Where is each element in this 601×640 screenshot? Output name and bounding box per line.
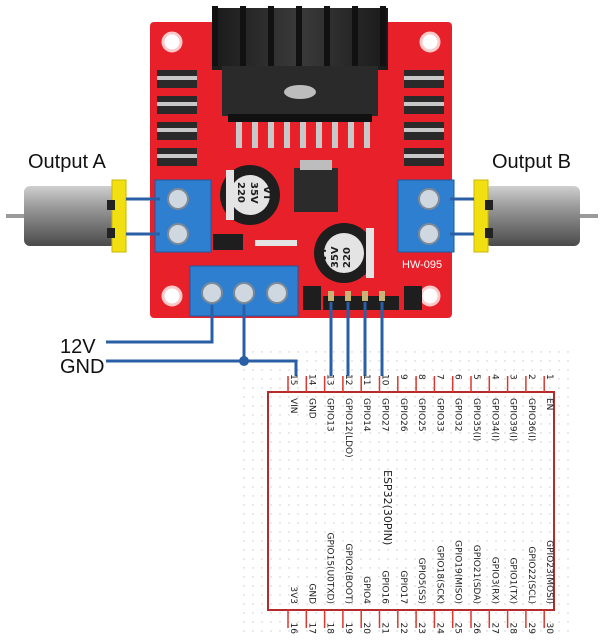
bottom-pin-number: 28	[508, 623, 518, 635]
bottom-pin-name: GPIO1(TX)	[508, 557, 518, 604]
v12-label: 12V	[60, 336, 96, 358]
top-pin-name: GPIO14	[361, 398, 371, 432]
esp32-symbol: 15VIN14GND13GPIO1312GPIO12(LDO)11GPIO141…	[267, 374, 555, 635]
bottom-pin-number: 16	[288, 623, 298, 635]
board-id-label: HW-095	[402, 259, 442, 271]
top-pin-name: GPIO32	[453, 398, 463, 432]
bottom-pin-number: 22	[398, 623, 408, 634]
bottom-pin-number: 21	[380, 623, 390, 634]
top-pin-number: 8	[416, 374, 426, 380]
module-name-label: ESP32(30PIN)	[381, 470, 394, 545]
top-pin-number: 12	[343, 374, 353, 385]
top-pin-name: GPIO12(LDO)	[343, 398, 353, 458]
cap-right-line2: 35V	[330, 246, 341, 268]
top-pin-name: EN	[544, 398, 554, 410]
bottom-pin-name: GPIO17	[398, 570, 408, 604]
schematic-grid	[240, 348, 570, 635]
output-a-label: Output A	[28, 151, 106, 173]
top-pin-number: 5	[471, 374, 481, 380]
bottom-pin-number: 19	[343, 623, 353, 635]
bottom-pin-number: 18	[325, 623, 335, 635]
bottom-pin-name: GPIO2(BOOT)	[343, 543, 353, 604]
top-pin-name: VIN	[288, 398, 298, 414]
bottom-pin-name: GPIO15(U0TXD)	[325, 532, 335, 604]
bottom-pin-number: 29	[526, 623, 536, 635]
top-pin-number: 14	[306, 374, 316, 386]
top-pin-name: GND	[306, 398, 316, 419]
cap-left-line3: VT	[261, 186, 272, 201]
top-pin-number: 13	[325, 374, 335, 385]
bottom-pin-name: GPIO22(SCL)	[526, 546, 536, 604]
bottom-pin-name: GPIO21(SDA)	[471, 545, 481, 604]
top-pin-row: 15VIN14GND13GPIO1312GPIO12(LDO)11GPIO141…	[287, 374, 554, 458]
top-pin-number: 4	[489, 374, 499, 380]
motor-wires	[126, 197, 474, 236]
top-pin-name: GPIO26	[398, 398, 408, 432]
cap-left-line1: 220	[235, 182, 246, 203]
bottom-pin-number: 30	[544, 623, 554, 635]
top-pin-number: 1	[544, 374, 554, 380]
bottom-pin-name: GPIO5(SS)	[416, 558, 426, 604]
bottom-pin-number: 20	[361, 623, 371, 635]
top-pin-number: 2	[526, 374, 536, 380]
bottom-pin-name: GPIO19(MISO)	[453, 540, 463, 604]
bottom-pin-row: 16 3V3 17 GND 18 GPIO15(U0TXD) 19 GPIO2(BOOT) 20…	[287, 532, 554, 635]
bottom-pin-name: GPIO3(RX)	[489, 557, 499, 604]
top-pin-number: 9	[398, 374, 408, 380]
top-pin-number: 11	[361, 374, 371, 385]
bottom-pin-number: 25	[453, 623, 463, 634]
motor-b	[473, 179, 598, 253]
bottom-pin-name: GND	[306, 583, 316, 604]
cap-right-line3: VT	[318, 247, 329, 262]
gnd-label: GND	[60, 356, 104, 378]
top-pin-number: 3	[508, 374, 518, 380]
capacitor-right	[314, 223, 374, 283]
terminal-output-a	[154, 179, 212, 253]
bottom-pin-number: 17	[306, 623, 316, 634]
output-b-label: Output B	[492, 151, 571, 173]
bottom-pin-number: 26	[471, 623, 481, 635]
top-pin-name: GPIO25	[416, 398, 426, 432]
motor-a	[6, 179, 127, 253]
top-pin-name: GPIO33	[434, 398, 444, 432]
top-pin-name: GPIO36(I)	[526, 398, 536, 441]
top-pin-number: 15	[288, 374, 298, 385]
bottom-pin-name: GPIO18(SCK)	[434, 545, 444, 604]
bottom-pin-name: GPIO4	[361, 576, 371, 604]
top-pin-number: 7	[434, 374, 444, 380]
bottom-pin-name: GPIO23(MOSI)	[544, 540, 554, 604]
bottom-pin-name: GPIO16	[380, 570, 390, 604]
bottom-pin-name: 3V3	[288, 586, 298, 604]
gnd-junction	[239, 356, 249, 366]
capacitor-left	[220, 165, 280, 225]
terminal-output-b	[397, 179, 455, 253]
top-pin-name: GPIO13	[325, 398, 335, 432]
top-pin-name: GPIO39(I)	[508, 398, 518, 441]
cap-left-line2: 35V	[248, 182, 259, 204]
top-pin-number: 10	[380, 374, 390, 386]
cap-right-line1: 220	[342, 247, 353, 268]
bottom-pin-number: 27	[489, 623, 499, 634]
terminal-power	[189, 265, 299, 317]
input-header	[323, 291, 399, 310]
bottom-pin-number: 23	[416, 623, 426, 634]
top-pin-name: GPIO34(I)	[489, 398, 499, 441]
top-pin-number: 6	[453, 374, 463, 380]
l298n-board	[150, 6, 452, 318]
top-pin-name: GPIO35(I)	[471, 398, 481, 441]
bottom-pin-number: 24	[434, 623, 444, 635]
top-pin-name: GPIO27	[380, 398, 390, 432]
